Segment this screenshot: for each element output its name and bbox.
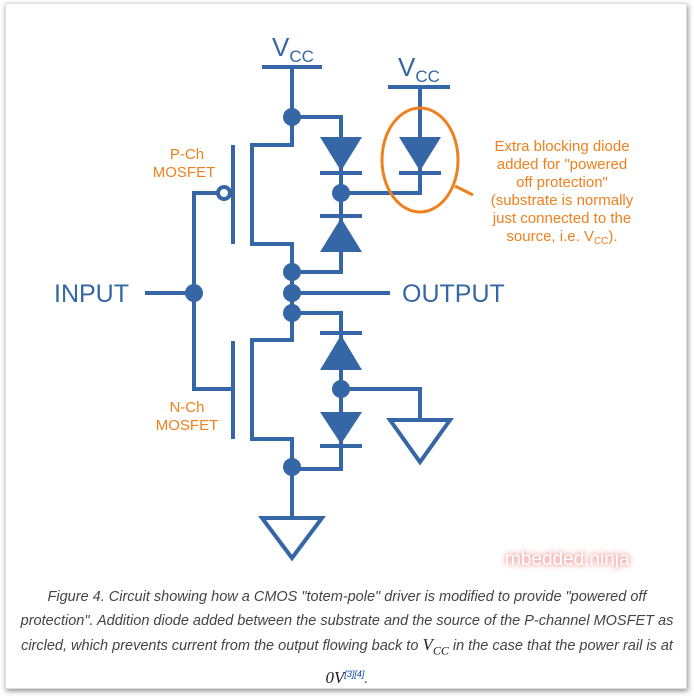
extra-blocking-diode-icon <box>399 137 441 171</box>
caption-end: . <box>364 670 369 687</box>
vcc-label-extra: VCC <box>398 52 440 86</box>
math-vcc: VCC <box>422 635 449 658</box>
reference-links[interactable]: [3][4] <box>344 668 365 679</box>
annotation-line: source, i.e. VCC). <box>506 228 617 247</box>
diode-icon <box>320 218 362 252</box>
caption-text: in the case that the power rail is at <box>448 638 673 654</box>
annotation-line: off protection" <box>516 174 608 191</box>
annotation-line: just connected to the <box>492 210 631 227</box>
diodes <box>320 137 441 444</box>
pmos-gate-bubble <box>216 185 232 201</box>
figure-caption: Figure 4. Circuit showing how a CMOS "to… <box>20 586 674 691</box>
nch-label: N-Ch <box>169 399 204 416</box>
diode-icon <box>320 137 362 171</box>
diode-icon <box>320 335 362 370</box>
output-label: OUTPUT <box>402 280 505 308</box>
math-0v: 0V <box>325 667 345 687</box>
annotation-line: added for "powered <box>497 156 627 173</box>
highlight-circle <box>380 106 460 214</box>
caption-text: Figure 4. Circuit showing how a CMOS "to… <box>20 589 674 654</box>
ground-symbol <box>386 418 454 466</box>
annotation-line: Extra blocking diode <box>494 138 629 155</box>
annotation-pointer <box>454 184 474 197</box>
input-label: INPUT <box>54 280 129 308</box>
pch-label: P-Ch <box>170 146 204 163</box>
junction-dots <box>185 108 350 476</box>
pch-label: MOSFET <box>153 164 216 181</box>
vcc-label-main: VCC <box>272 32 314 66</box>
nch-label: MOSFET <box>156 417 219 434</box>
diode-icon <box>320 412 362 444</box>
annotation-line: (substrate is normally <box>491 192 634 209</box>
watermark: mbedded.ninja <box>505 549 630 570</box>
ground-symbol <box>258 516 326 562</box>
